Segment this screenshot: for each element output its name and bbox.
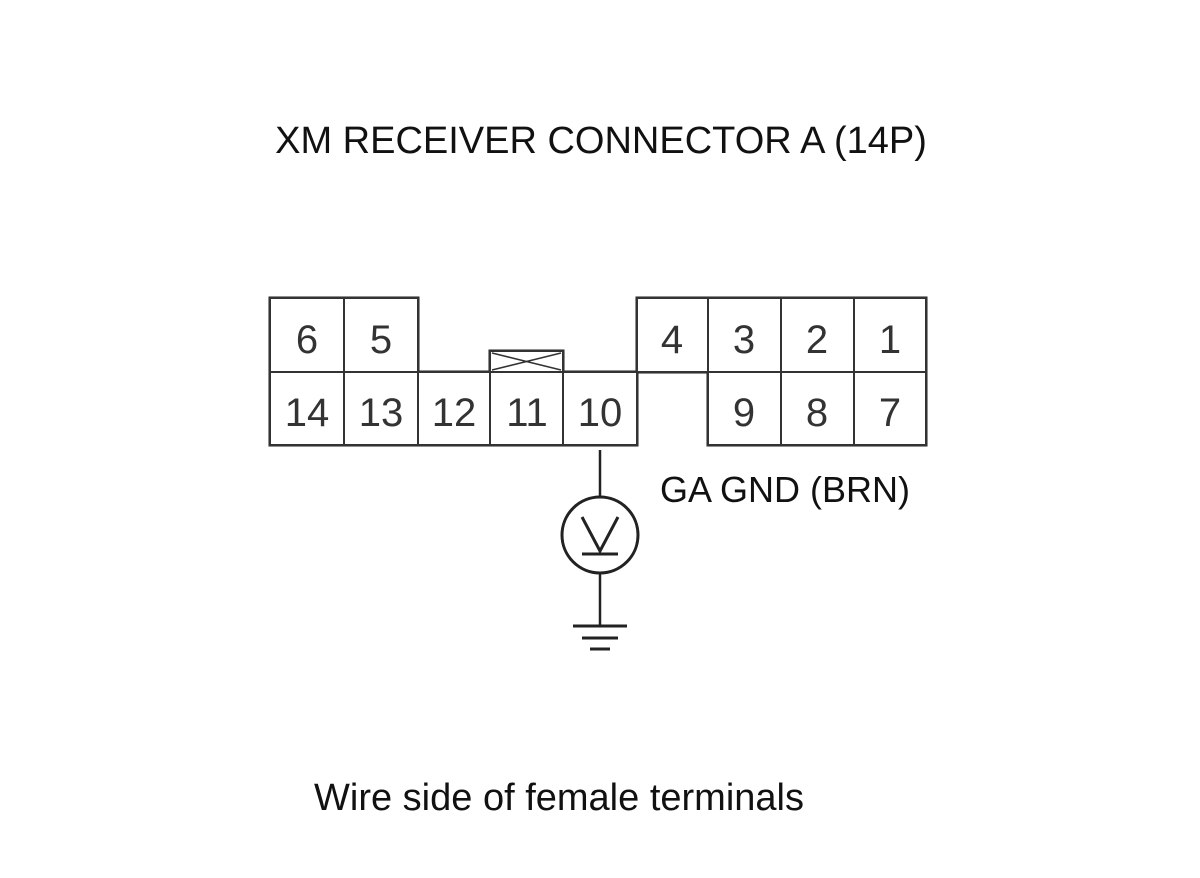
pin-label-6: 6 bbox=[296, 318, 318, 362]
pin-cell-1 bbox=[853, 297, 927, 373]
wire-label: GA GND (BRN) bbox=[660, 469, 910, 510]
pin-cell-10 bbox=[562, 371, 638, 446]
connector-bottom-row bbox=[269, 371, 927, 446]
ground-icon bbox=[573, 624, 627, 651]
pin-label-2: 2 bbox=[806, 318, 828, 362]
pin-label-9: 9 bbox=[733, 391, 755, 435]
diagram-footer: Wire side of female terminals bbox=[314, 777, 804, 819]
pin-cell-8 bbox=[780, 371, 855, 446]
diagram-title: XM RECEIVER CONNECTOR A (14P) bbox=[275, 120, 927, 162]
lock-tab-icon bbox=[489, 350, 564, 373]
pin-cell-5 bbox=[343, 297, 419, 373]
pin-cell-7 bbox=[853, 371, 927, 446]
pin-label-4: 4 bbox=[661, 318, 683, 362]
pin-labels: 6 5 4 3 2 1 14 13 12 11 10 9 8 7 bbox=[285, 318, 901, 435]
pin-label-1: 1 bbox=[879, 318, 901, 362]
pin-cell-11 bbox=[489, 371, 564, 446]
pin-label-11: 11 bbox=[506, 391, 548, 435]
pin-label-10: 10 bbox=[578, 391, 623, 435]
pin-cell-4 bbox=[636, 297, 709, 373]
pin-label-13: 13 bbox=[359, 391, 404, 435]
pin-label-14: 14 bbox=[285, 391, 330, 435]
pin-label-8: 8 bbox=[806, 391, 828, 435]
voltmeter-icon bbox=[560, 495, 640, 575]
pin-cell-12 bbox=[417, 371, 491, 446]
pin-label-3: 3 bbox=[733, 318, 755, 362]
pin-label-5: 5 bbox=[370, 318, 392, 362]
pin-label-12: 12 bbox=[432, 391, 477, 435]
pin-label-7: 7 bbox=[879, 391, 901, 435]
